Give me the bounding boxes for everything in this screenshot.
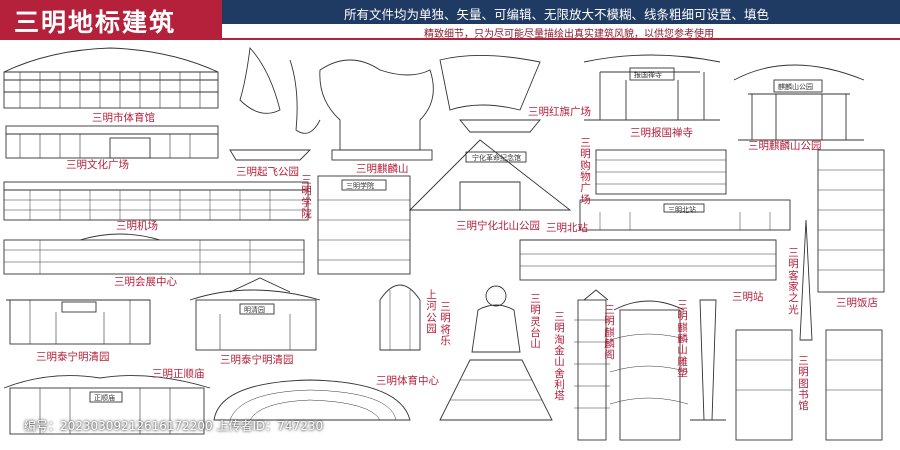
xueyuan-building-illustration [317,175,411,275]
qilin-pavilion-illustration [609,300,689,441]
label-station: 三明站 [732,291,764,303]
convention-illustration [3,233,305,275]
qilin-statue-illustration [319,59,434,161]
baoguo-sign: 报国禅寺 [634,71,662,79]
label-qilin-sculpture: 三明麒麟山雕塑 [677,299,688,379]
header-divider [0,38,900,40]
hongqi-flag-illustration [439,55,541,133]
xueyuan-sign: 三明学院 [346,182,374,190]
page-title: 三明地标建筑 [14,8,177,37]
title-bar [0,0,222,38]
label-kejia: 三明客家之光 [788,247,799,316]
label-hongqi-square: 三明红旗广场 [528,106,591,118]
sports-center-illustration [213,379,411,421]
label-hotel: 三明饭店 [836,297,878,309]
ninghua-museum-illustration [408,139,572,211]
hotel-illustration [817,149,885,293]
culture-square-illustration [5,125,219,159]
label-jiangle: 三明将乐 [440,301,451,347]
label-qilin-park: 三明麒麟山公园 [748,140,822,152]
mingqing-garden-illustration [189,277,321,351]
qilin-sculpture-illustration [690,299,726,421]
label-taojin-tower: 三明淘金山舍利塔 [554,311,565,403]
qilin-park-gate-illustration [733,64,865,141]
banner-band [222,0,900,24]
label-taining-1: 三明泰宁明清园 [36,351,110,363]
north-station-illustration [579,199,791,231]
label-zhengshun-temple: 三明正顺庙 [152,368,205,380]
label-shanghe-park: 上河公园 [426,289,437,335]
label-qilin-mountain: 三明麒麟山 [356,163,409,175]
taojin-pagoda-illustration [574,289,610,441]
airport-illustration [3,181,309,221]
zhengshun-sign: 正顺庙 [94,394,115,402]
kejia-tower-illustration [799,219,813,341]
label-culture-square: 三明文化广场 [66,159,129,171]
library-illustration [735,329,883,441]
label-qilin-pavilion: 三明麒麟阁 [604,304,615,362]
label-airport: 三明机场 [116,220,158,232]
baoguo-temple-illustration [583,54,721,121]
taining-gate-illustration [6,299,151,345]
gym-illustration [3,47,219,109]
qifei-sculpture-illustration [229,46,321,161]
detail-note: 精致细节，只为尽可能尽量描绘出真实建筑风貌，以供您参考使用 [424,29,714,40]
label-xueyuan: 三明学院 [301,174,312,220]
label-north-station: 三明北站 [546,222,588,234]
qilin-park-sign: 麒麟山公园 [778,83,813,91]
label-gym: 三明市体育馆 [92,112,155,124]
zhengshun-temple-illustration [3,375,211,435]
shanghe-park-illustration [379,284,421,351]
label-sports-center: 三明体育中心 [376,375,439,387]
lingtai-statue-illustration [439,285,553,421]
banner-text: 所有文件均为单独、矢量、可编辑、无限放大不模糊、线条粗细可设置、填色 [344,7,770,22]
label-taining-2: 三明泰宁明清园 [220,354,294,366]
shopping-square-illustration [595,149,727,195]
label-baoguo-temple: 三明报国禅寺 [630,127,693,139]
mingqing-sign: 明清园 [244,306,265,314]
watermark-text: 编号：20230309212616172200 上传者ID：747230 [24,419,324,433]
label-ninghua-park: 三明宁化北山公园 [456,220,540,232]
label-convention: 三明会展中心 [114,276,177,288]
ninghua-sign: 宁化革命纪念馆 [472,154,521,162]
station-illustration [519,239,777,281]
label-qifei-park: 三明起飞公园 [236,166,299,178]
label-lingtai: 三明灵台山 [530,293,541,351]
label-shopping-square: 三明购物广场 [580,137,591,206]
north-station-sign: 三明北站 [668,206,696,214]
label-library: 三明图书馆 [798,355,809,413]
